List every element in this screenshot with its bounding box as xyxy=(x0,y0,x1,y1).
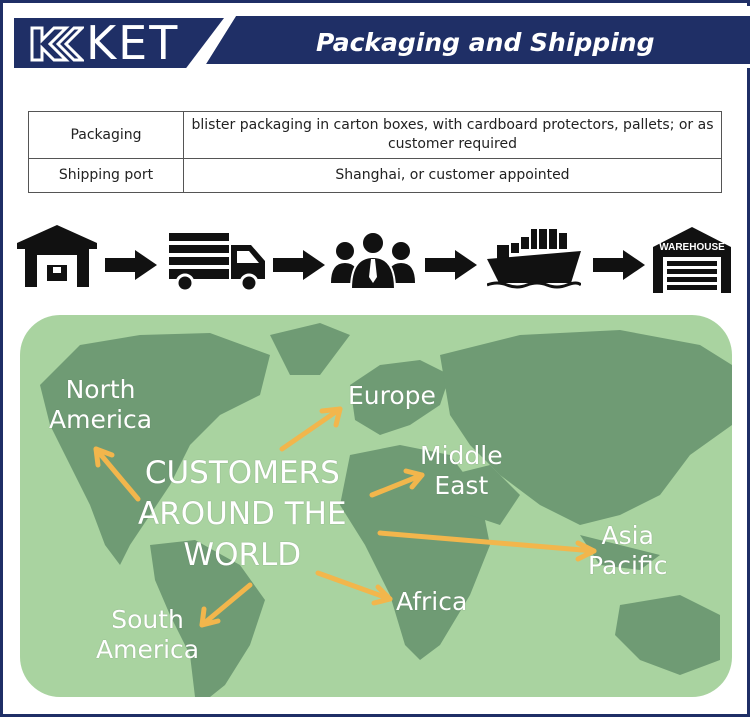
shipping-port-value: Shanghai, or customer appointed xyxy=(183,158,722,193)
flow-arrow-1 xyxy=(105,250,157,280)
label-africa: Africa xyxy=(396,587,468,616)
world-map: North America Europe Middle East Asia Pa… xyxy=(20,315,732,697)
shipping-port-label: Shipping port xyxy=(28,158,184,193)
cargo-ship-icon xyxy=(487,229,581,289)
table-row: Packaging blister packaging in carton bo… xyxy=(28,111,722,159)
flow-arrow-4 xyxy=(593,250,645,280)
destination-warehouse-icon: WAREHOUSE xyxy=(653,227,731,293)
customers-group-icon xyxy=(331,231,415,289)
world-map-shapes xyxy=(40,323,732,697)
spec-table: Packaging blister packaging in carton bo… xyxy=(28,111,722,193)
flow-arrow-3 xyxy=(425,250,477,280)
packaging-label: Packaging xyxy=(28,111,184,159)
factory-warehouse-icon xyxy=(17,225,97,287)
label-north-america: North America xyxy=(49,375,153,434)
logo-text: KET xyxy=(86,16,180,70)
center-headline: CUSTOMERS AROUND THE WORLD xyxy=(138,455,347,573)
label-asia-pacific: Asia Pacific xyxy=(588,521,668,580)
label-middle-east: Middle East xyxy=(420,441,503,500)
label-europe: Europe xyxy=(348,381,436,410)
title-banner xyxy=(198,16,750,64)
process-flow: WAREHOUSE xyxy=(3,225,750,295)
delivery-truck-icon xyxy=(169,233,265,291)
route-arrows xyxy=(93,406,597,628)
table-row: Shipping port Shanghai, or customer appo… xyxy=(28,158,722,193)
warehouse-sign: WAREHOUSE xyxy=(659,242,725,253)
header: KET Packaging and Shipping xyxy=(6,6,750,68)
packaging-value: blister packaging in carton boxes, with … xyxy=(183,111,722,159)
label-south-america: South America xyxy=(96,605,200,664)
flow-arrow-2 xyxy=(273,250,325,280)
page-title: Packaging and Shipping xyxy=(316,28,655,57)
ket-logo-icon xyxy=(30,26,84,62)
